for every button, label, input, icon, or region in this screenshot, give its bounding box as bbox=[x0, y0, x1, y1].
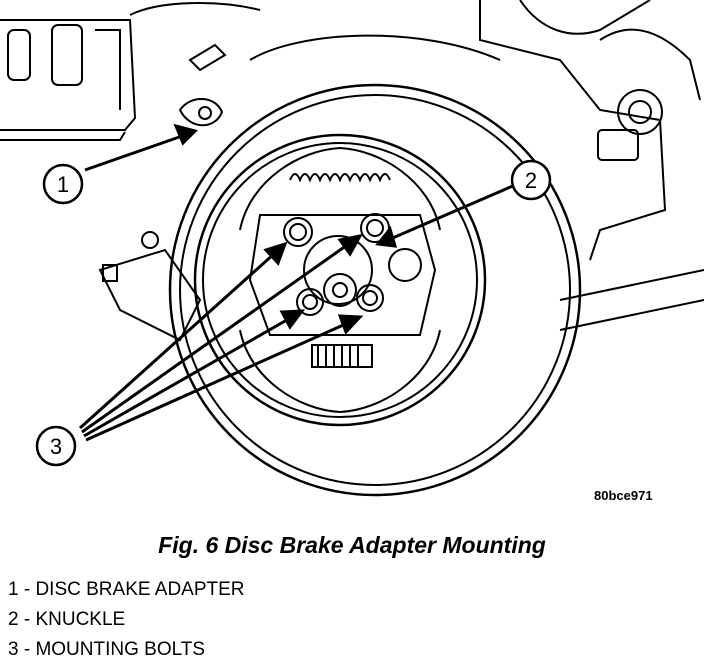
callout-2: 2 bbox=[510, 159, 552, 201]
callout-2-number: 2 bbox=[525, 168, 537, 193]
legend: 1 - DISC BRAKE ADAPTER 2 - KNUCKLE 3 - M… bbox=[8, 575, 245, 665]
legend-item: 3 - MOUNTING BOLTS bbox=[8, 639, 206, 660]
leader-line-2 bbox=[387, 183, 516, 242]
leader-line-3a bbox=[78, 251, 277, 430]
figure-caption: Fig. 6 Disc Brake Adapter Mounting bbox=[158, 532, 546, 558]
callout-3-number: 3 bbox=[50, 434, 62, 459]
leader-line-3d bbox=[85, 320, 351, 442]
leader-lines bbox=[78, 123, 516, 442]
callout-3: 3 bbox=[35, 425, 77, 467]
arrowhead-3c bbox=[279, 309, 306, 330]
arrowhead-1 bbox=[173, 123, 198, 146]
leader-line-3c bbox=[83, 315, 293, 438]
legend-item: 1 - DISC BRAKE ADAPTER bbox=[8, 579, 245, 600]
arrowhead-3a bbox=[263, 241, 288, 266]
image-code: 80bce971 bbox=[594, 488, 653, 503]
legend-item: 2 - KNUCKLE bbox=[8, 609, 126, 630]
brake-diagram: 1 2 3 bbox=[0, 0, 704, 497]
arrowhead-2 bbox=[375, 225, 398, 248]
leader-line-1 bbox=[84, 133, 186, 172]
arrowhead-3b bbox=[337, 233, 363, 257]
leader-line-3b bbox=[81, 241, 351, 434]
callout-1: 1 bbox=[42, 163, 84, 205]
callout-1-number: 1 bbox=[57, 172, 69, 197]
arrowhead-3d bbox=[337, 314, 364, 335]
line-art bbox=[0, 0, 704, 497]
